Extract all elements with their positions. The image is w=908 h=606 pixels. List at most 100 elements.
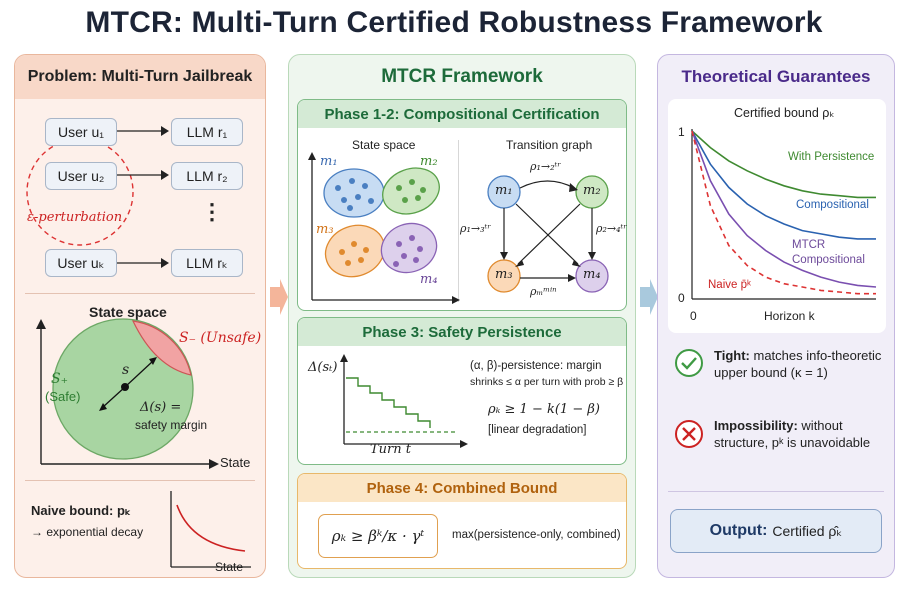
check-icon bbox=[675, 349, 703, 377]
node-m1-label: m₁ bbox=[495, 183, 513, 198]
phase3-desc-2: shrinks ≤ α per turn with prob ≥ β bbox=[470, 376, 624, 388]
guarantees-column: Theoretical Guarantees Certified bound ρ… bbox=[657, 54, 895, 578]
llm-rk-box: LLM rₖ bbox=[171, 249, 243, 277]
phase12-title: Phase 1-2: Compositional Certification bbox=[298, 100, 626, 128]
cluster-m2-label: m₂ bbox=[420, 154, 438, 169]
cluster-m1-label: m₁ bbox=[320, 154, 338, 169]
state-axis-label: State bbox=[220, 455, 251, 470]
bound-chart-panel: Certified bound ρₖ 1 0 0 Horizon k With … bbox=[668, 99, 886, 333]
page-title: MTCR: Multi-Turn Certified Robustness Fr… bbox=[85, 6, 823, 39]
series-line-0 bbox=[691, 130, 876, 199]
output-box: Output: Certified ρ̂ₖ bbox=[670, 509, 882, 553]
perturbation-ellipse bbox=[26, 138, 134, 246]
naive-decay-plot bbox=[170, 491, 251, 568]
naive-decay-curve bbox=[176, 504, 246, 552]
series-line-2 bbox=[691, 130, 877, 288]
arrow-mid-to-right bbox=[640, 279, 658, 315]
naive-axis-label: State bbox=[215, 560, 244, 574]
chart-x-zero: 0 bbox=[690, 309, 697, 323]
s-label: s bbox=[122, 362, 130, 378]
impossibility-text: without structure, pᵏ is unavoidable bbox=[714, 418, 871, 450]
cross-icon bbox=[675, 420, 703, 448]
edge-min-label: ρₘᵐⁱⁿ bbox=[530, 285, 557, 298]
naive-bound-label: Naive bound: pₖ bbox=[31, 503, 131, 518]
tight-text: matches info-theoretic upper bound (κ = … bbox=[714, 348, 882, 380]
edge-12-label: ρ₁→₂ᵗʳ bbox=[530, 160, 562, 173]
phase4-title: Phase 4: Combined Bound bbox=[298, 474, 626, 502]
phase3-note: [linear degradation] bbox=[488, 424, 587, 436]
cluster-m4-label: m₄ bbox=[420, 272, 438, 287]
safe-label: S₊ bbox=[51, 371, 68, 387]
series-label-mtcr: MTCR bbox=[792, 239, 826, 251]
series-line-3 bbox=[691, 130, 876, 295]
phase3-desc-1: (α, β)-persistence: margin bbox=[470, 360, 602, 372]
ellipsis-dots: ⋮ bbox=[201, 199, 223, 224]
framework-column: MTCR Framework Phase 1-2: Compositional … bbox=[288, 54, 636, 578]
phase12-state-label: State space bbox=[352, 138, 416, 152]
output-text: Certified ρ̂ₖ bbox=[772, 522, 843, 539]
unsafe-region bbox=[131, 320, 192, 376]
arrow-left-to-mid bbox=[270, 279, 288, 315]
impossibility-bold: Impossibility: bbox=[714, 418, 798, 433]
user-u2-box: User u₂ bbox=[45, 162, 117, 190]
cluster-m4 bbox=[380, 222, 438, 274]
phase3-panel: Phase 3: Safety Persistence Δ(sₜ) Turn t… bbox=[297, 317, 627, 465]
framework-header: MTCR Framework bbox=[381, 66, 543, 87]
safe-label-2: (Safe) bbox=[45, 389, 81, 404]
divider bbox=[25, 293, 255, 294]
node-m4-label: m₄ bbox=[583, 267, 601, 282]
unsafe-label: S₋ (Unsafe) bbox=[179, 330, 262, 346]
node-m3-label: m₃ bbox=[495, 267, 513, 282]
phase4-formula: ρₖ ≥ βᵏ/κ · γᵗ bbox=[331, 527, 425, 545]
state-space-diagram bbox=[36, 318, 219, 469]
impossibility-statement: Impossibility: without structure, pᵏ is … bbox=[714, 417, 884, 451]
series-line-1 bbox=[691, 130, 876, 240]
phase3-x-label: Turn t bbox=[370, 442, 411, 457]
cluster-plot bbox=[308, 152, 460, 304]
guarantees-header: Theoretical Guarantees bbox=[681, 67, 871, 86]
output-bold: Output: bbox=[709, 522, 768, 539]
tight-statement: Tight: matches info-theoretic upper boun… bbox=[714, 347, 884, 381]
chart-y-bottom: 0 bbox=[678, 291, 685, 305]
user-u1-box: User u₁ bbox=[45, 118, 117, 146]
perturbation-label: ε-perturbation bbox=[27, 210, 123, 225]
phase12-panel: Phase 1-2: Compositional Certification S… bbox=[297, 99, 627, 311]
phase4-formula-box: ρₖ ≥ βᵏ/κ · γᵗ bbox=[318, 514, 438, 558]
margin-label: Δ(s) = bbox=[140, 400, 182, 415]
problem-column: Problem: Multi-Turn Jailbreak User u₁ Us… bbox=[14, 54, 266, 578]
transition-graph bbox=[487, 175, 609, 293]
problem-header: Problem: Multi-Turn Jailbreak bbox=[15, 55, 265, 99]
llm-r2-box: LLM r₂ bbox=[171, 162, 243, 190]
bound-chart-svg bbox=[691, 129, 877, 300]
node-m2-label: m₂ bbox=[583, 183, 601, 198]
cluster-m3-label: m₃ bbox=[316, 222, 334, 237]
chart-y-top: 1 bbox=[678, 125, 685, 139]
llm-r1-box: LLM r₁ bbox=[171, 118, 243, 146]
series-label-persistence: With Persistence bbox=[788, 151, 875, 163]
tight-bold: Tight: bbox=[714, 348, 750, 363]
phase3-y-label: Δ(sₜ) bbox=[308, 360, 338, 375]
phase12-transition-label: Transition graph bbox=[506, 138, 593, 152]
state-space-title: State space bbox=[89, 304, 167, 320]
persistence-plot bbox=[340, 354, 468, 448]
edge-24-label: ρ₂→₄ᵗʳ bbox=[596, 222, 628, 235]
cluster-m1 bbox=[323, 168, 385, 218]
naive-bound-desc: → exponential decay bbox=[31, 525, 144, 539]
phase3-formula: ρₖ ≥ 1 − k(1 − β) bbox=[488, 402, 600, 417]
chart-x-label: Horizon k bbox=[764, 309, 815, 323]
margin-label-2: safety margin bbox=[135, 418, 208, 432]
persistence-steps bbox=[346, 377, 431, 428]
series-label-mtcr-2: Compositional bbox=[792, 254, 865, 266]
cluster-m2 bbox=[382, 167, 440, 215]
users-llm-diagram bbox=[26, 126, 169, 268]
divider bbox=[25, 480, 255, 481]
phase3-title: Phase 3: Safety Persistence bbox=[298, 318, 626, 346]
series-label-naive: Naive p̄ᵏ bbox=[708, 279, 751, 291]
edge-13-label: ρ₁→₃ᵗʳ bbox=[460, 222, 492, 235]
divider bbox=[668, 491, 884, 492]
series-label-compositional: Compositional bbox=[796, 199, 869, 211]
user-uk-box: User uₖ bbox=[45, 249, 117, 277]
phase4-note: max(persistence-only, combined) bbox=[452, 529, 621, 541]
chart-title: Certified bound ρₖ bbox=[734, 106, 835, 120]
phase4-panel: Phase 4: Combined Bound ρₖ ≥ βᵏ/κ · γᵗ m… bbox=[297, 473, 627, 569]
